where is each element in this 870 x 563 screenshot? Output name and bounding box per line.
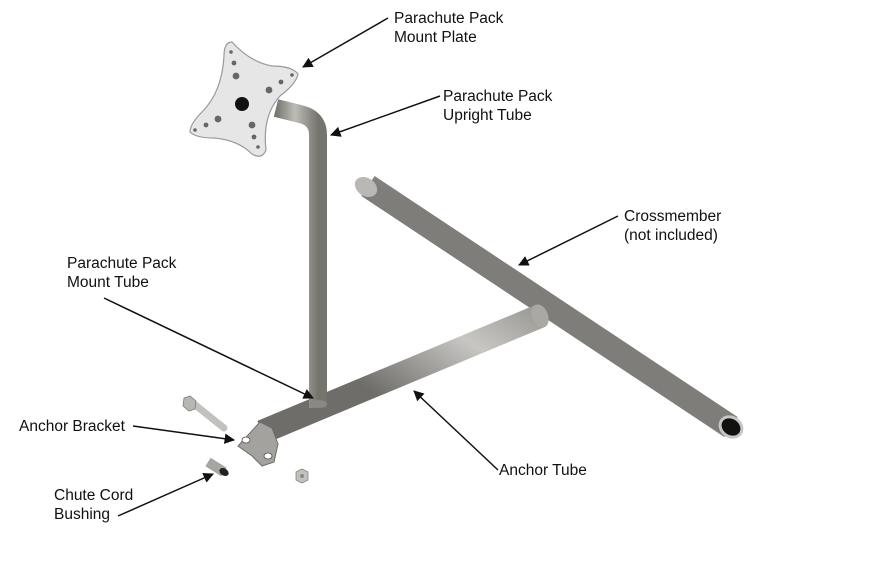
label-anchor-bracket: Anchor Bracket <box>19 417 125 436</box>
arrow-anchor-tube <box>413 390 499 471</box>
nut <box>295 468 309 484</box>
label-crossmember-line1: Crossmember <box>624 208 722 225</box>
label-anchor-bracket-line1: Anchor Bracket <box>19 418 125 435</box>
label-mount-plate: Parachute Pack Mount Plate <box>394 9 503 47</box>
anchor-tube <box>257 304 549 444</box>
arrow-anchor-bracket <box>132 425 236 444</box>
arrow-upright-tube <box>330 95 441 137</box>
arrow-mount-plate <box>302 17 389 68</box>
leader-arrows <box>103 17 619 517</box>
arrow-chute-cord-bushing <box>117 473 214 517</box>
label-mount-tube: Parachute Pack Mount Tube <box>67 254 176 292</box>
label-mount-tube-line2: Mount Tube <box>67 274 149 291</box>
crossmember-tube <box>354 176 744 439</box>
label-upright-tube-line1: Parachute Pack <box>443 88 553 105</box>
label-crossmember-line2: (not included) <box>624 227 718 244</box>
arrow-crossmember <box>518 215 619 266</box>
label-mount-plate-line1: Parachute Pack <box>394 10 504 27</box>
label-crossmember: Crossmember (not included) <box>624 207 721 245</box>
label-upright-tube: Parachute Pack Upright Tube <box>443 87 552 125</box>
label-anchor-tube-line1: Anchor Tube <box>499 462 587 479</box>
label-mount-tube-line1: Parachute Pack <box>67 255 177 272</box>
bolt <box>182 395 228 432</box>
chute-cord-bushing <box>205 457 229 477</box>
upright-tube <box>273 99 327 408</box>
label-anchor-tube: Anchor Tube <box>499 461 587 480</box>
arrow-mount-tube <box>103 297 314 399</box>
label-chute-cord-bushing-line2: Bushing <box>54 506 111 523</box>
mount-plate <box>189 41 299 157</box>
label-upright-tube-line2: Upright Tube <box>443 107 532 124</box>
label-chute-cord-bushing: Chute Cord Bushing <box>54 486 133 524</box>
anchor-bracket <box>237 421 279 467</box>
label-chute-cord-bushing-line1: Chute Cord <box>54 487 134 504</box>
label-mount-plate-line2: Mount Plate <box>394 29 477 46</box>
